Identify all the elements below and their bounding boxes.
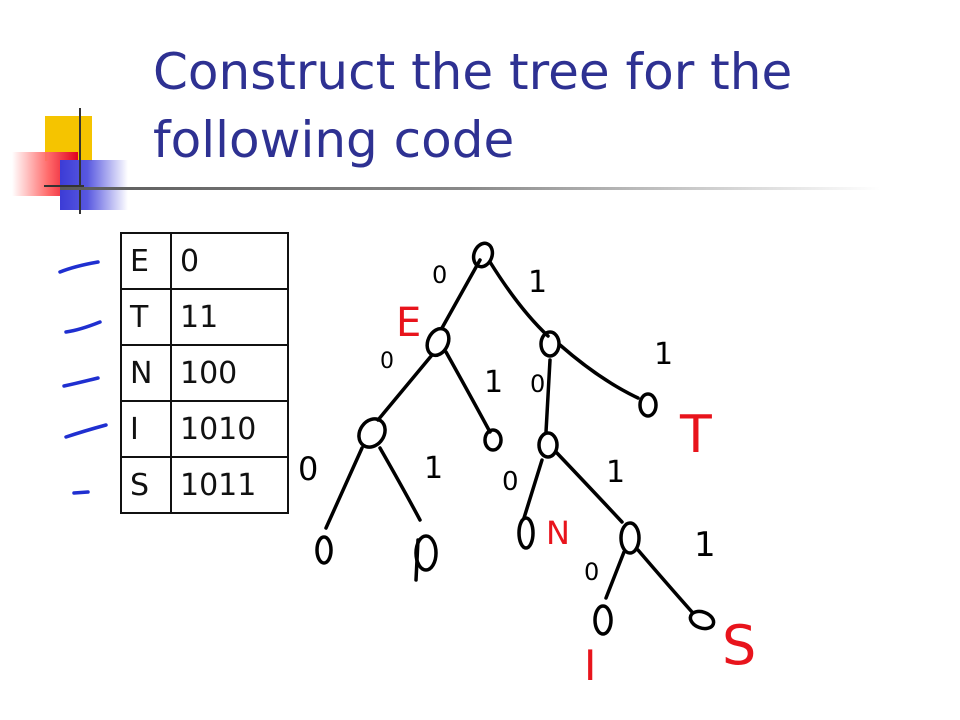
- leaf-label: I: [584, 641, 596, 690]
- tree-edge: [376, 353, 434, 422]
- tree-node: [471, 241, 495, 269]
- tree-node: [517, 516, 535, 550]
- edge-label: 1: [606, 455, 625, 490]
- symbol-cell: E: [120, 232, 172, 290]
- table-row: T 11: [120, 288, 289, 346]
- edge-label: 0: [432, 261, 447, 289]
- tree-node: [425, 326, 451, 358]
- code-cell: 0: [170, 232, 289, 290]
- slide-decoration-vertical-line: [79, 108, 81, 214]
- edge-label: 0: [298, 450, 318, 488]
- tree-node: [619, 521, 641, 555]
- tree-edge: [636, 548, 694, 614]
- tree-edge: [558, 343, 640, 400]
- tree-node: [638, 392, 658, 418]
- tree-node: [414, 538, 420, 582]
- leaf-label: N: [546, 514, 570, 552]
- tree-node: [593, 604, 613, 636]
- edge-label: 1: [484, 365, 503, 400]
- edge-label: 1: [694, 525, 716, 565]
- symbol-cell: S: [120, 456, 172, 514]
- tree-edge: [488, 260, 550, 338]
- edge-label: 0: [502, 467, 519, 497]
- edge-label: 0: [530, 370, 545, 398]
- tree-edge: [444, 350, 492, 434]
- tree-edge: [378, 446, 422, 522]
- edge-label: 1: [528, 265, 547, 300]
- leaf-labels: E T N I S: [396, 300, 756, 690]
- tree-node: [688, 609, 716, 631]
- edge-label: 0: [380, 349, 394, 374]
- table-row: E 0: [120, 232, 289, 290]
- tree-edge: [554, 450, 624, 524]
- slide-decoration-horizontal-line: [44, 185, 84, 187]
- tree-edge: [440, 258, 482, 330]
- tree-nodes: [315, 241, 716, 636]
- title-underline: [60, 187, 880, 190]
- edge-labels: 0 1 0 1 0 1 0 1 0 1 0 1: [298, 261, 716, 586]
- check-mark: [58, 260, 100, 274]
- blue-check-marks: [58, 260, 108, 495]
- code-table: E 0 T 11 N 100 I 1010 S 1011: [120, 232, 289, 514]
- slide-title-line-1: Construct the tree for the: [153, 43, 793, 101]
- leaf-label: T: [679, 405, 712, 465]
- leaf-label: S: [722, 614, 756, 677]
- code-cell: 1011: [170, 456, 289, 514]
- table-row: S 1011: [120, 456, 289, 514]
- tree-node: [539, 330, 561, 358]
- check-mark: [72, 490, 90, 495]
- slide-title: Construct the tree for the following cod…: [153, 38, 913, 174]
- check-mark: [64, 423, 108, 439]
- table-row: I 1010: [120, 400, 289, 458]
- code-cell: 11: [170, 288, 289, 346]
- edge-label: 1: [654, 337, 673, 372]
- code-cell: 100: [170, 344, 289, 402]
- symbol-cell: N: [120, 344, 172, 402]
- tree-edge: [522, 458, 544, 520]
- table-row: N 100: [120, 344, 289, 402]
- tree-node: [357, 417, 387, 449]
- tree-edges: [324, 258, 694, 614]
- tree-node: [315, 535, 333, 565]
- slide-title-line-2: following code: [153, 111, 515, 169]
- code-cell: 1010: [170, 400, 289, 458]
- check-mark: [62, 376, 100, 388]
- edge-label: 1: [424, 451, 443, 486]
- tree-node: [537, 431, 559, 459]
- leaf-label: E: [396, 300, 421, 346]
- tree-edge: [604, 550, 626, 600]
- edge-label: 0: [584, 558, 599, 586]
- symbol-cell: T: [120, 288, 172, 346]
- tree-edge: [544, 358, 552, 434]
- tree-node: [483, 428, 503, 452]
- check-mark: [64, 320, 102, 334]
- symbol-cell: I: [120, 400, 172, 458]
- tree-edge: [324, 446, 364, 530]
